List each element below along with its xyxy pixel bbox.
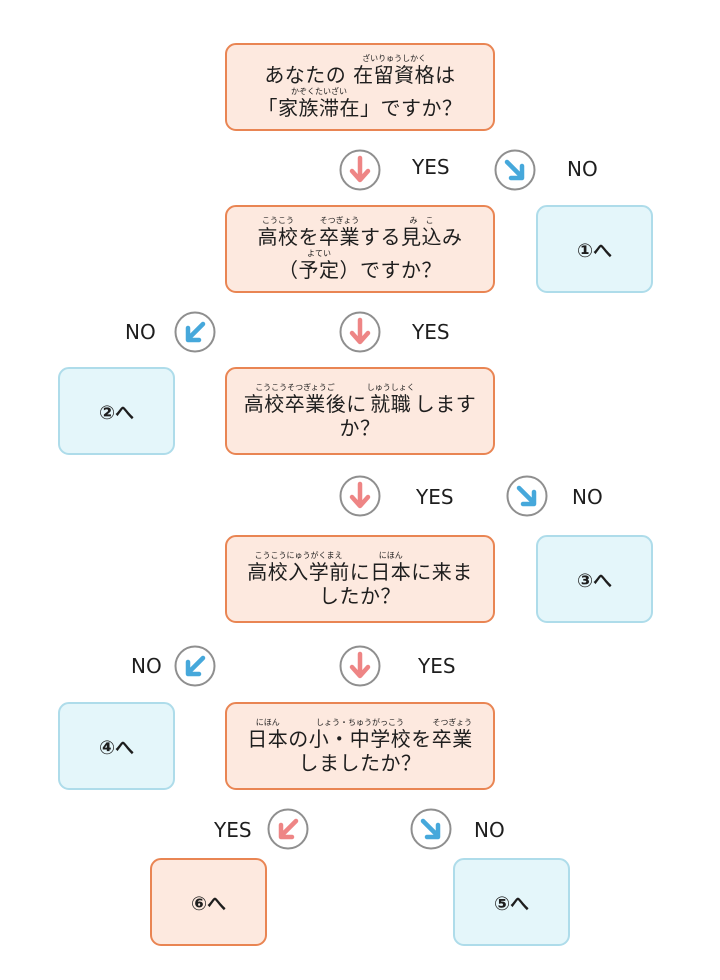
label-yes: YES	[412, 155, 450, 179]
question-line-2: か？	[339, 415, 381, 440]
destination-4: ④へ	[58, 702, 175, 790]
arrow-down-left-icon	[267, 808, 309, 850]
question-line-1: こうこうそつぎょうご高校卒業後にしゅうしょく就職します	[243, 382, 477, 416]
label-yes: YES	[412, 320, 450, 344]
label-no: NO	[474, 818, 505, 842]
destination-1: ①へ	[536, 205, 653, 293]
destination-5: ⑤へ	[453, 858, 570, 946]
label-no: NO	[567, 157, 598, 181]
question-line-1: あなたの ざいりゅうしかく在留資格は	[264, 54, 456, 87]
ruby: そつぎょう	[432, 717, 473, 727]
arrow-down-icon	[339, 645, 381, 687]
destination-6: ⑥へ	[150, 858, 267, 946]
label-yes: YES	[214, 818, 252, 842]
arrow-down-icon	[339, 311, 381, 353]
ruby: にほん	[255, 717, 280, 727]
ruby: ざいりゅうしかく	[362, 54, 427, 63]
arrow-down-right-icon	[506, 475, 548, 517]
ruby: こうこうにゅうがくまえ	[254, 550, 343, 560]
question-line-2: 「かぞくたいざい家族滞在」ですか？	[257, 87, 463, 120]
arrow-down-right-icon	[494, 149, 536, 191]
question-line-2: （よてい予定）ですか？	[278, 249, 442, 282]
destination-3: ③へ	[536, 535, 653, 623]
ruby: にほん	[378, 550, 403, 560]
ruby: しゅうしょく	[366, 382, 415, 392]
destination-2: ②へ	[58, 367, 175, 455]
arrow-down-icon	[339, 149, 381, 191]
ruby: そつぎょう	[319, 216, 360, 225]
arrow-down-icon	[339, 475, 381, 517]
question-arrival-before-high-school: こうこうにゅうがくまえ高校入学前ににほん日本に来ま したか？	[225, 535, 495, 623]
question-employment-after-graduation: こうこうそつぎょうご高校卒業後にしゅうしょく就職します か？	[225, 367, 495, 455]
arrow-down-left-icon	[174, 645, 216, 687]
ruby: しょう・ちゅうがっこう	[316, 717, 404, 727]
ruby: み こ	[409, 216, 434, 225]
label-yes: YES	[418, 654, 456, 678]
question-japan-elementary-junior-graduation: にほん日本のしょう・ちゅうがっこう小・中学校をそつぎょう卒業 しましたか？	[225, 702, 495, 790]
question-residence-status: あなたの ざいりゅうしかく在留資格は 「かぞくたいざい家族滞在」ですか？	[225, 43, 495, 131]
label-yes: YES	[416, 485, 454, 509]
question-line-2: しましたか？	[298, 750, 422, 775]
arrow-down-left-icon	[174, 311, 216, 353]
label-no: NO	[131, 654, 162, 678]
label-no: NO	[125, 320, 156, 344]
question-line-1: こうこう高校をそつぎょう卒業するみ こ見込み	[257, 216, 463, 249]
arrow-down-right-icon	[410, 808, 452, 850]
question-line-1: こうこうにゅうがくまえ高校入学前ににほん日本に来ま	[247, 550, 473, 584]
question-line-1: にほん日本のしょう・ちゅうがっこう小・中学校をそつぎょう卒業	[247, 717, 473, 751]
label-no: NO	[572, 485, 603, 509]
ruby: かぞくたいざい	[291, 87, 347, 96]
question-line-2: したか？	[319, 583, 401, 608]
ruby: こうこう	[262, 216, 294, 225]
question-graduation-expected: こうこう高校をそつぎょう卒業するみ こ見込み （よてい予定）ですか？	[225, 205, 495, 293]
ruby: こうこうそつぎょうご	[255, 382, 335, 392]
ruby: よてい	[307, 249, 331, 258]
